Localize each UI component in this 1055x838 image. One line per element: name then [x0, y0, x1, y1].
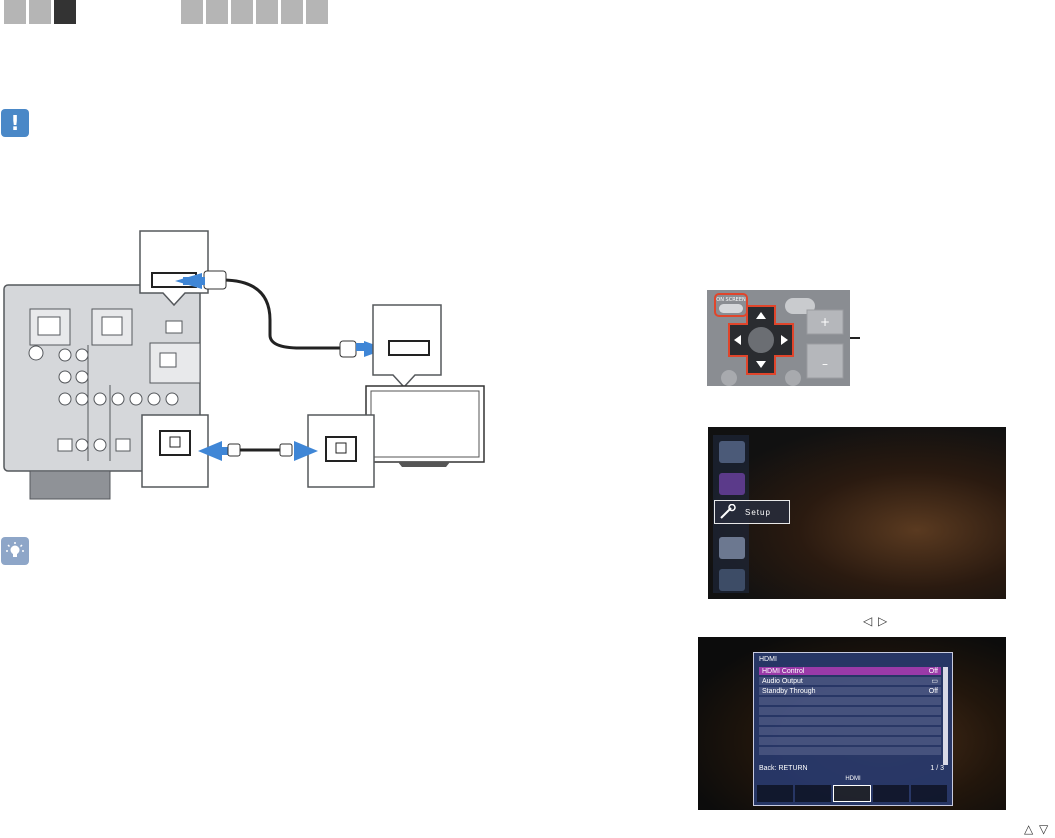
remote-control-closeup: + – ON SCREEN — [707, 290, 850, 386]
nav-tab-active[interactable] — [54, 0, 76, 24]
receiver-base — [29, 470, 111, 500]
settings-row[interactable]: Audio Output▭ — [759, 677, 941, 685]
category-slot[interactable] — [757, 785, 793, 802]
category-slot-hdmi[interactable] — [833, 785, 871, 802]
nav-tab[interactable] — [306, 0, 328, 24]
exclamation-icon: ! — [1, 109, 29, 137]
settings-scrollbar[interactable] — [943, 667, 948, 765]
category-slot[interactable] — [911, 785, 947, 802]
on-screen-key-label: ON SCREEN — [716, 297, 746, 303]
menu-item-icon[interactable] — [719, 537, 745, 559]
up-down-arrows-icon: △ ▽ — [1024, 822, 1050, 836]
category-label: HDMI — [845, 776, 861, 782]
volume-minus-label: – — [822, 357, 828, 371]
settings-row[interactable] — [759, 737, 941, 745]
nav-tab[interactable] — [4, 0, 26, 24]
nav-tab[interactable] — [231, 0, 253, 24]
panel-title: HDMI — [759, 656, 777, 663]
enter-button — [746, 325, 776, 355]
optical-arrow-to-receiver — [198, 441, 222, 461]
hdmi-cable — [221, 278, 345, 350]
menu-item-icon[interactable] — [719, 473, 745, 495]
nav-tabs-group-1 — [4, 0, 76, 24]
cursor-right-icon — [781, 335, 788, 345]
setup-label: Setup — [745, 507, 771, 517]
nav-tab[interactable] — [206, 0, 228, 24]
settings-row[interactable] — [759, 747, 941, 755]
settings-row[interactable] — [759, 717, 941, 725]
cursor-down-icon — [756, 361, 766, 368]
left-right-arrows-icon: ◁ ▷ — [863, 614, 889, 628]
category-slot[interactable] — [873, 785, 909, 802]
lightbulb-icon — [1, 537, 29, 565]
page-indicator: 1 / 3 — [930, 765, 944, 772]
setup-wrench-icon — [720, 504, 736, 519]
callout-line — [850, 337, 860, 339]
category-strip — [757, 785, 947, 802]
connection-diagram — [3, 230, 485, 500]
menu-item-setup[interactable]: Setup — [714, 500, 790, 524]
cursor-up-icon — [756, 312, 766, 319]
menu-screen: Setup — [708, 427, 1006, 599]
nav-tabs-group-2 — [181, 0, 328, 24]
optical-arrow-to-tv — [294, 441, 318, 461]
volume-plus-label: + — [820, 315, 830, 329]
settings-row[interactable] — [759, 707, 941, 715]
settings-row[interactable] — [759, 727, 941, 735]
nav-tab[interactable] — [29, 0, 51, 24]
nav-tab[interactable] — [181, 0, 203, 24]
category-slot[interactable] — [795, 785, 831, 802]
settings-row[interactable] — [759, 697, 941, 705]
nav-tab[interactable] — [256, 0, 278, 24]
nav-tab[interactable] — [281, 0, 303, 24]
menu-item-icon[interactable] — [719, 569, 745, 591]
cursor-left-icon — [734, 335, 741, 345]
menu-item-icon[interactable] — [719, 441, 745, 463]
back-hint: Back: RETURN — [759, 765, 808, 772]
